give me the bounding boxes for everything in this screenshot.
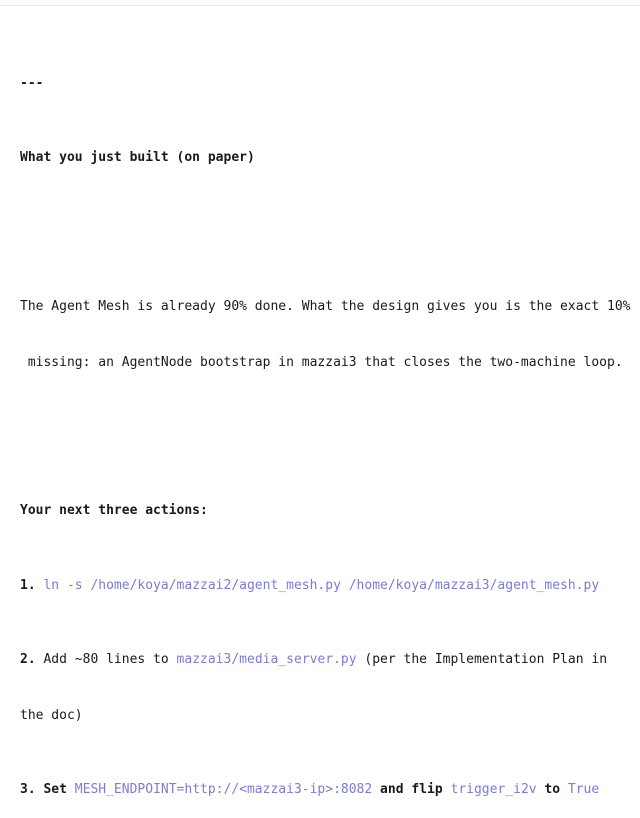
heading-what-you-built: What you just built (on paper) [20, 150, 255, 166]
blank-line [20, 428, 640, 447]
action-3-number: 3. [20, 782, 44, 798]
action-item-3: 3. Set MESH_ENDPOINT=http://<mazzai3-ip>… [20, 781, 640, 800]
heading-next-actions: Your next three actions: [20, 503, 208, 519]
action-3-code-value[interactable]: True [567, 782, 600, 798]
action-item-2: 2. Add ~80 lines to mazzai3/media_server… [20, 651, 640, 670]
action-2-code[interactable]: mazzai3/media_server.py [176, 652, 357, 668]
action-3-code-endpoint[interactable]: MESH_ENDPOINT=http://<mazzai3-ip>:8082 [74, 782, 373, 798]
action-2-text-before: Add ~80 lines to [43, 652, 177, 668]
action-3-text-before: Set [43, 782, 75, 798]
horizontal-rule-top: --- [20, 75, 44, 91]
blank-line [20, 224, 640, 243]
cli-transcript: --- What you just built (on paper) The A… [20, 19, 640, 818]
paragraph-built-line-2: missing: an AgentNode bootstrap in mazza… [20, 354, 623, 370]
action-item-2-wrap: the doc) [20, 707, 83, 723]
action-3-code-flag[interactable]: trigger_i2v [450, 782, 537, 798]
action-item-1: 1. ln -s /home/koya/mazzai2/agent_mesh.p… [20, 577, 640, 596]
action-3-text-mid: and flip [372, 782, 451, 798]
action-1-number: 1. [20, 577, 44, 593]
action-2-number: 2. [20, 652, 44, 668]
action-1-code[interactable]: ln -s /home/koya/mazzai2/agent_mesh.py /… [43, 577, 600, 593]
action-3-text-after: to [536, 782, 568, 798]
action-2-text-after: (per the Implementation Plan in [356, 652, 608, 668]
paragraph-built-line-1: The Agent Mesh is already 90% done. What… [20, 298, 631, 314]
top-divider [0, 5, 640, 6]
